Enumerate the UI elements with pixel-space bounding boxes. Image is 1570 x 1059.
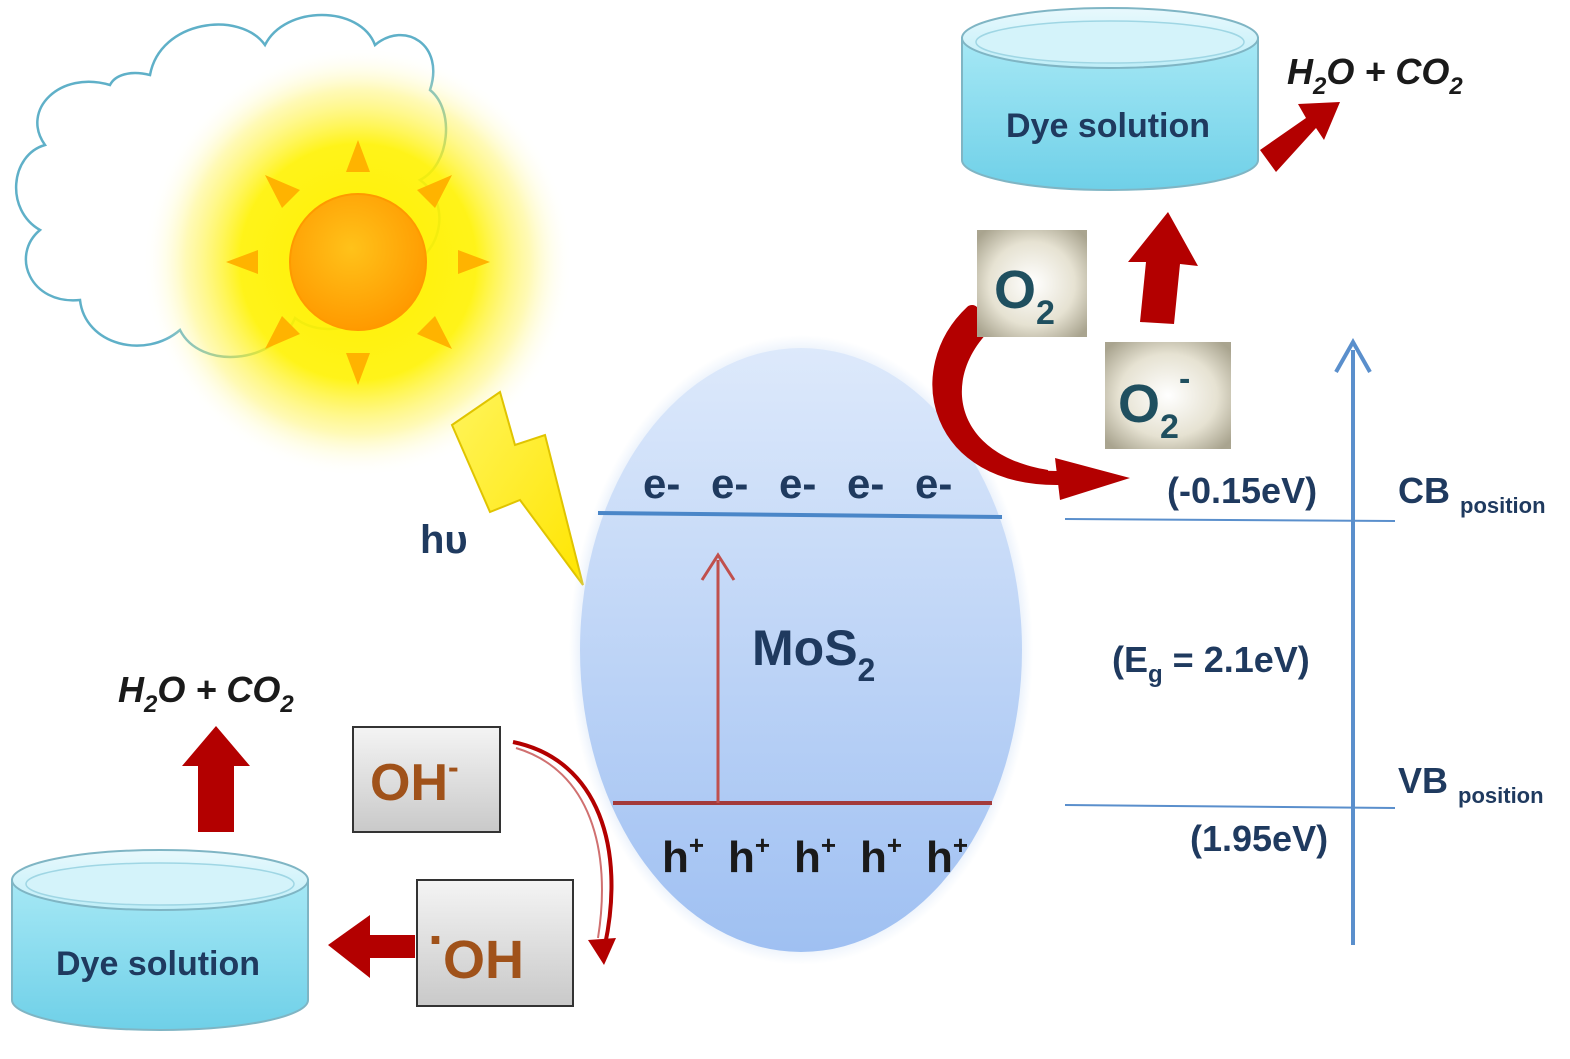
dye-container-bottom [11, 849, 309, 1031]
band-gap-label: (Eg = 2.1eV) [1112, 639, 1310, 688]
reduction-curved-arrow-body [932, 305, 1067, 486]
hydroxide-label: OH- [370, 749, 459, 812]
conduction-band-line [597, 511, 1003, 519]
reduction-arrow-head [1055, 458, 1130, 500]
radical-to-dye-arrow [328, 915, 415, 978]
superoxide-to-dye-arrow [1128, 212, 1198, 324]
hydroxyl-radical-box [416, 879, 574, 1007]
oxidation-arrow-head [588, 938, 616, 965]
hydroxyl-radical-label: .OH [428, 896, 524, 990]
lightning-bolt-icon [450, 390, 584, 586]
excitation-arrow-head [700, 552, 736, 581]
dye-label-top: Dye solution [1006, 107, 1210, 145]
vb-level-line [1064, 804, 1396, 809]
oxidation-curved-arrow-shadow [515, 747, 603, 939]
energy-axis-arrowhead [1334, 337, 1372, 373]
light-energy-label: hυ [420, 518, 468, 562]
hole: h+ [860, 830, 902, 882]
oxygen-label: O2 [994, 260, 1055, 332]
sun-icon [289, 193, 427, 331]
oxidation-curved-arrow [512, 740, 614, 946]
cb-value-label: (-0.15eV) [1167, 470, 1317, 511]
superoxide-label: O2- [1118, 360, 1190, 446]
electron: e- [915, 460, 952, 507]
hydroxide-box [352, 726, 501, 833]
hole-row: h+ h+ h+ h+ h+ [662, 830, 968, 882]
cb-level-line [1064, 518, 1396, 522]
products-label-top: H2O + CO2 [1287, 51, 1463, 100]
electron-row: e- e- e- e- e- [643, 460, 952, 507]
electron: e- [643, 460, 680, 507]
superoxide-box [1105, 342, 1231, 449]
products-label-bottom: H2O + CO2 [118, 669, 294, 718]
electron: e- [779, 460, 816, 507]
dye-to-products-arrow-bottom [182, 726, 250, 832]
hole: h+ [926, 830, 968, 882]
dye-label-bottom: Dye solution [56, 945, 260, 983]
oxygen-box [977, 230, 1087, 337]
hole: h+ [794, 830, 836, 882]
sun-rays-icon [226, 140, 490, 385]
electron: e- [847, 460, 884, 507]
electron: e- [711, 460, 748, 507]
dye-to-products-arrow-top [1260, 102, 1340, 172]
dye-container-top [961, 7, 1259, 191]
hole: h+ [662, 830, 704, 882]
vb-value-label: (1.95eV) [1190, 818, 1328, 859]
hole: h+ [728, 830, 770, 882]
reduction-curved-arrow [941, 315, 1050, 480]
catalyst-label: MoS2 [752, 620, 875, 688]
